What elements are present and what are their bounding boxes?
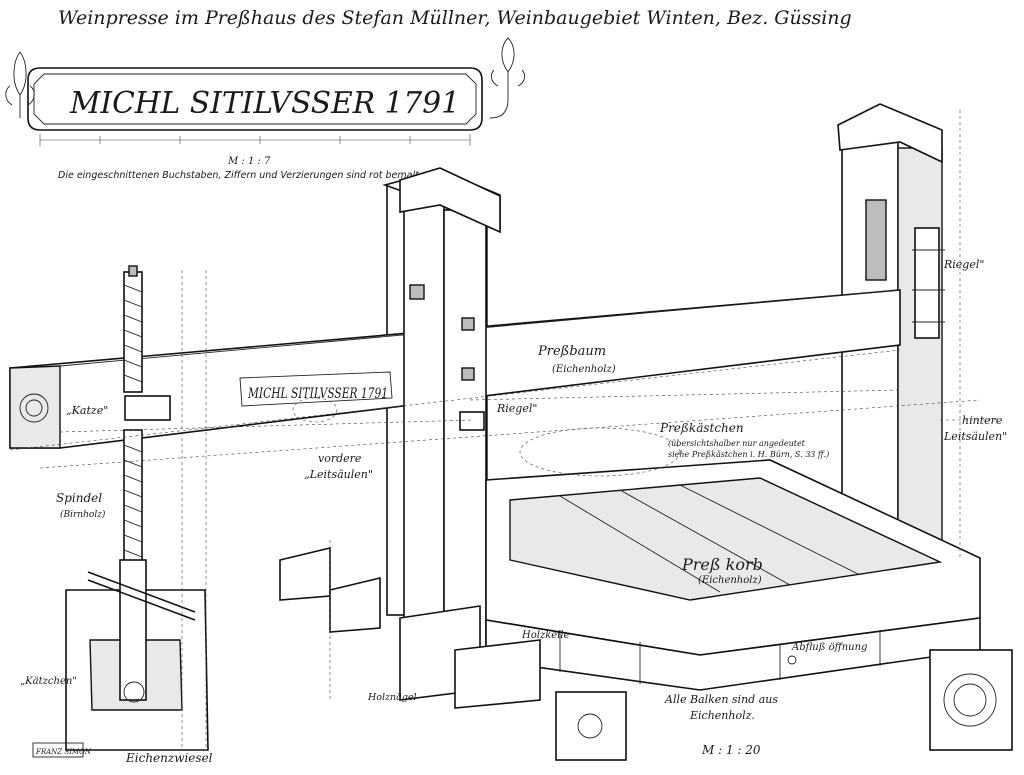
- label-riegel-front: Riegel": [496, 402, 537, 415]
- label-vordere-2: „Leitsäulen": [304, 468, 373, 481]
- label-eichenzwiesel: Eichenzwiesel: [125, 751, 213, 765]
- tulip-ornament-right-icon: [489, 37, 526, 119]
- label-vordere-1: vordere: [318, 452, 362, 465]
- inscription-note-text: Die eingeschnittenen Buchstaben, Ziffern…: [58, 170, 422, 181]
- labels: Preßbaum (Eichenholz) „Katze" Riegel" Ri…: [20, 258, 1007, 765]
- label-presskaestchen-sub2: siehe Preßkästchen i. H. Bürn, S. 33 ff.…: [668, 450, 829, 459]
- label-katze: „Katze": [66, 404, 108, 417]
- label-spindel-sub: (Birnholz): [60, 509, 106, 520]
- label-pressbaum: Preßbaum: [537, 344, 606, 359]
- inscription-scale: M : 1 : 7: [227, 156, 271, 167]
- base-beams: [279, 546, 1013, 761]
- label-scale-main: M : 1 : 20: [701, 743, 761, 757]
- label-hintere-2: Leitsäulen": [943, 430, 1007, 443]
- signature: FRANZ SIMON: [35, 748, 92, 756]
- kaetzchen-block: [65, 559, 209, 751]
- label-presskaestchen: Preßkästchen: [659, 421, 744, 435]
- spindle-assembly: [65, 265, 209, 751]
- label-pressbaum-sub: (Eichenholz): [552, 364, 616, 375]
- label-kaetzchen: „Kätzchen": [20, 676, 77, 687]
- spindle-screw: [123, 265, 143, 581]
- label-presskorb: Preß korb: [681, 555, 763, 574]
- label-holzkeile: Holzkeile: [521, 630, 570, 641]
- label-spindel: Spindel: [56, 491, 102, 505]
- label-hintere-1: hintere: [962, 414, 1003, 427]
- label-holznaegel: Holznägel: [367, 692, 417, 703]
- drawing-title: Weinpresse im Preßhaus des Stefan Müllne…: [58, 7, 852, 29]
- label-abfluss: Abfluß öffnung: [791, 642, 867, 653]
- press-box: [485, 459, 981, 691]
- dimension-lines: [9, 110, 1000, 700]
- label-balken-2: Eichenholz.: [689, 709, 755, 722]
- label-presskorb-sub: (Eichenholz): [698, 575, 762, 586]
- front-columns: [399, 167, 501, 651]
- label-presskaestchen-sub1: (übersichtshalber nur angedeutet: [668, 439, 806, 448]
- inscription-plaque: MICHL SITILVSSER 1791 M : 1 : 7 Die eing…: [5, 37, 526, 181]
- beam-inscription: MICHL SITILVSSER 1791: [247, 386, 388, 402]
- inscription-note: Die eingeschnittenen Buchstaben, Ziffern…: [58, 170, 422, 181]
- tulip-ornament-left-icon: [5, 51, 35, 118]
- label-balken-1: Alle Balken sind aus: [664, 693, 778, 706]
- label-riegel-back: Riegel": [943, 258, 984, 271]
- inscription-text: MICHL SITILVSSER 1791: [69, 86, 460, 121]
